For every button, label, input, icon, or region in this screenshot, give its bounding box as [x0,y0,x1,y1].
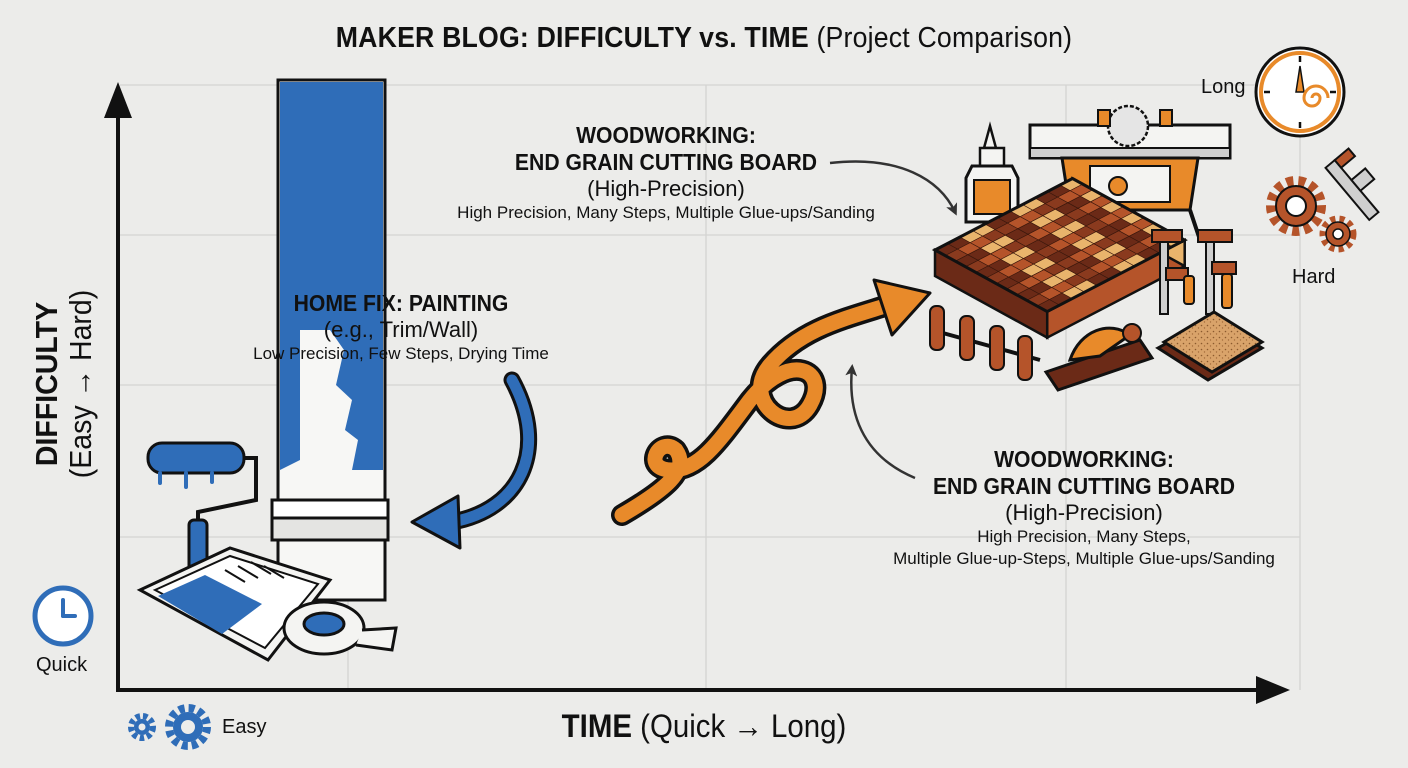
page-title: MAKER BLOG: DIFFICULTY vs. TIME (Project… [335,22,1073,54]
clamp-icon [1151,229,1195,315]
gear-icon [128,713,156,741]
sandpaper-icon [1155,310,1265,382]
callout-painting: HOME FIX: PAINTING (e.g., Trim/Wall) Low… [253,290,549,365]
callout-detail: Low Precision, Few Steps, Drying Time [253,344,549,363]
callout-detail: High Precision, Many Steps, Multiple Glu… [457,203,875,222]
caliper-icon [1324,147,1380,222]
long-label: Long [1201,76,1246,98]
gear-icon [1266,176,1326,236]
hard-label: Hard [1292,266,1336,288]
table-saw-icon [1028,104,1232,241]
callout-woodworking-top: WOODWORKING: END GRAIN CUTTING BOARD (Hi… [457,122,875,224]
clamp-icon [1197,229,1237,315]
gear-icon [1319,215,1357,253]
wall-panel-icon [270,78,390,602]
clamp-icon [929,305,1041,381]
callout-detail: Multiple Glue-up-Steps, Multiple Glue-up… [893,549,1275,568]
woodworking-bottom-pointer [845,364,916,480]
callout-detail: High Precision, Many Steps, [977,527,1191,546]
quick-label: Quick [36,654,88,676]
callout-heading: WOODWORKING: [994,446,1174,472]
cutting-board-icon [931,176,1188,340]
y-axis-label: DIFFICULTY (Easy → Hard) [29,289,98,479]
callout-woodworking-bottom: WOODWORKING: END GRAIN CUTTING BOARD (Hi… [893,446,1275,570]
painting-pointer-arrow [410,371,537,550]
clock-icon [32,585,94,647]
clock-icon [1254,46,1346,138]
easy-label: Easy [222,716,267,738]
callout-subheading: (High-Precision) [587,176,745,201]
woodworking-top-pointer [829,160,958,216]
callout-heading: WOODWORKING: [576,122,756,148]
callout-heading: END GRAIN CUTTING BOARD [932,473,1236,499]
glue-bottle-icon [964,121,1020,224]
axes [104,82,1290,704]
callout-subheading: (High-Precision) [1005,500,1163,525]
hand-plane-icon [1043,323,1155,392]
tape-roll-icon [282,600,398,656]
progress-arrow-icon [611,278,932,526]
paint-tray-icon [136,546,333,662]
x-axis-label: TIME (Quick → Long) [561,708,847,744]
callout-heading: HOME FIX: PAINTING [293,290,509,316]
gear-icon [165,704,211,750]
callout-subheading: (e.g., Trim/Wall) [323,317,479,342]
callout-heading: END GRAIN CUTTING BOARD [514,149,818,175]
